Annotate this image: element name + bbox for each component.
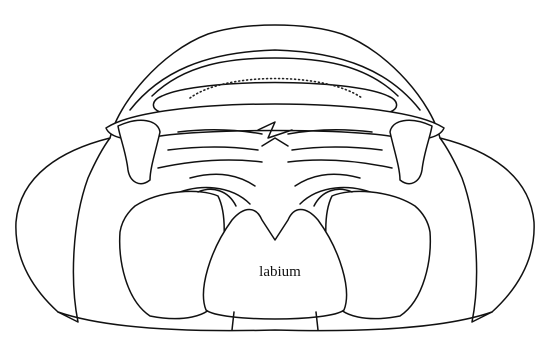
right-maxilla-line-3: [288, 160, 392, 168]
right-maxilla-lacinia: [295, 174, 360, 186]
left-maxilla-lacinia: [190, 174, 255, 186]
right-mandible: [390, 120, 432, 183]
right-compound-eye: [440, 138, 534, 322]
left-mandible: [118, 120, 160, 183]
left-compound-eye: [16, 138, 110, 322]
left-maxilla-line-2: [168, 147, 258, 150]
left-maxilla-line-3: [158, 160, 262, 168]
right-maxilla-line-2: [292, 147, 382, 150]
labium-label: labium: [259, 264, 301, 280]
